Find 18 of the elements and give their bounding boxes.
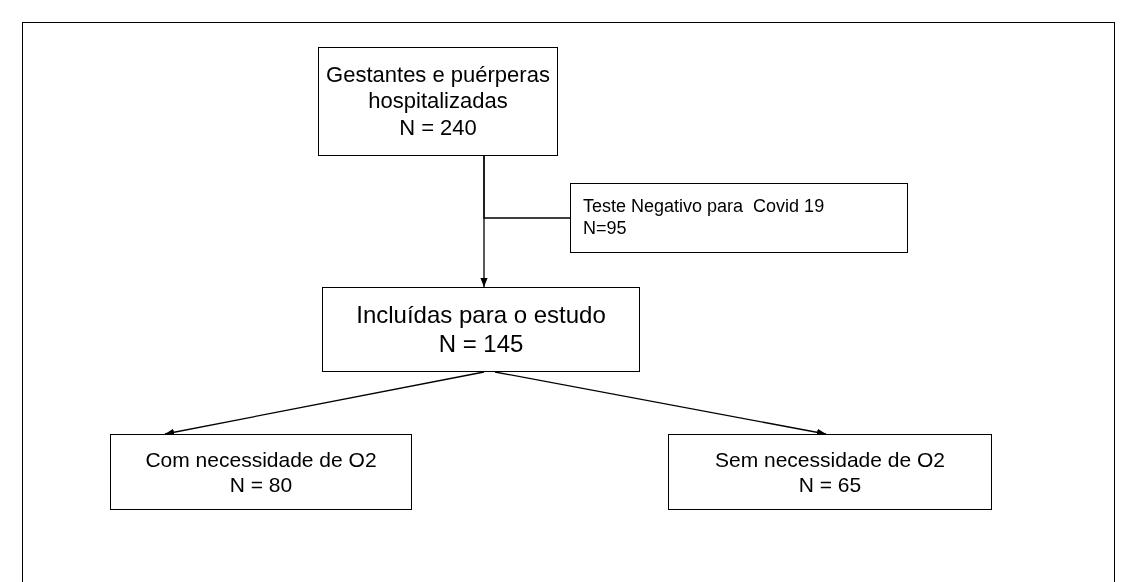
connector-line [483,155,571,219]
process-box [570,183,908,253]
box-text: N = 80 [229,472,293,498]
process-box [322,287,640,372]
process-box [668,434,992,510]
box-text: N = 240 [399,114,477,142]
box-text: Com necessidade de O2 [145,446,377,472]
process-box [318,47,558,156]
box-text: N=95 [583,218,627,240]
box-text: Sem necessidade de O2 [715,446,945,472]
arrow [164,371,485,436]
box-text: Gestantes e puérperas hospitalizadas [325,61,551,115]
process-box [110,434,412,510]
box-text: Incluídas para o estudo [356,300,606,330]
box-text: N = 65 [798,472,862,498]
box-text: N = 145 [438,329,524,359]
box-text: Teste Negativo para Covid 19 [583,196,825,218]
arrow [494,371,827,436]
